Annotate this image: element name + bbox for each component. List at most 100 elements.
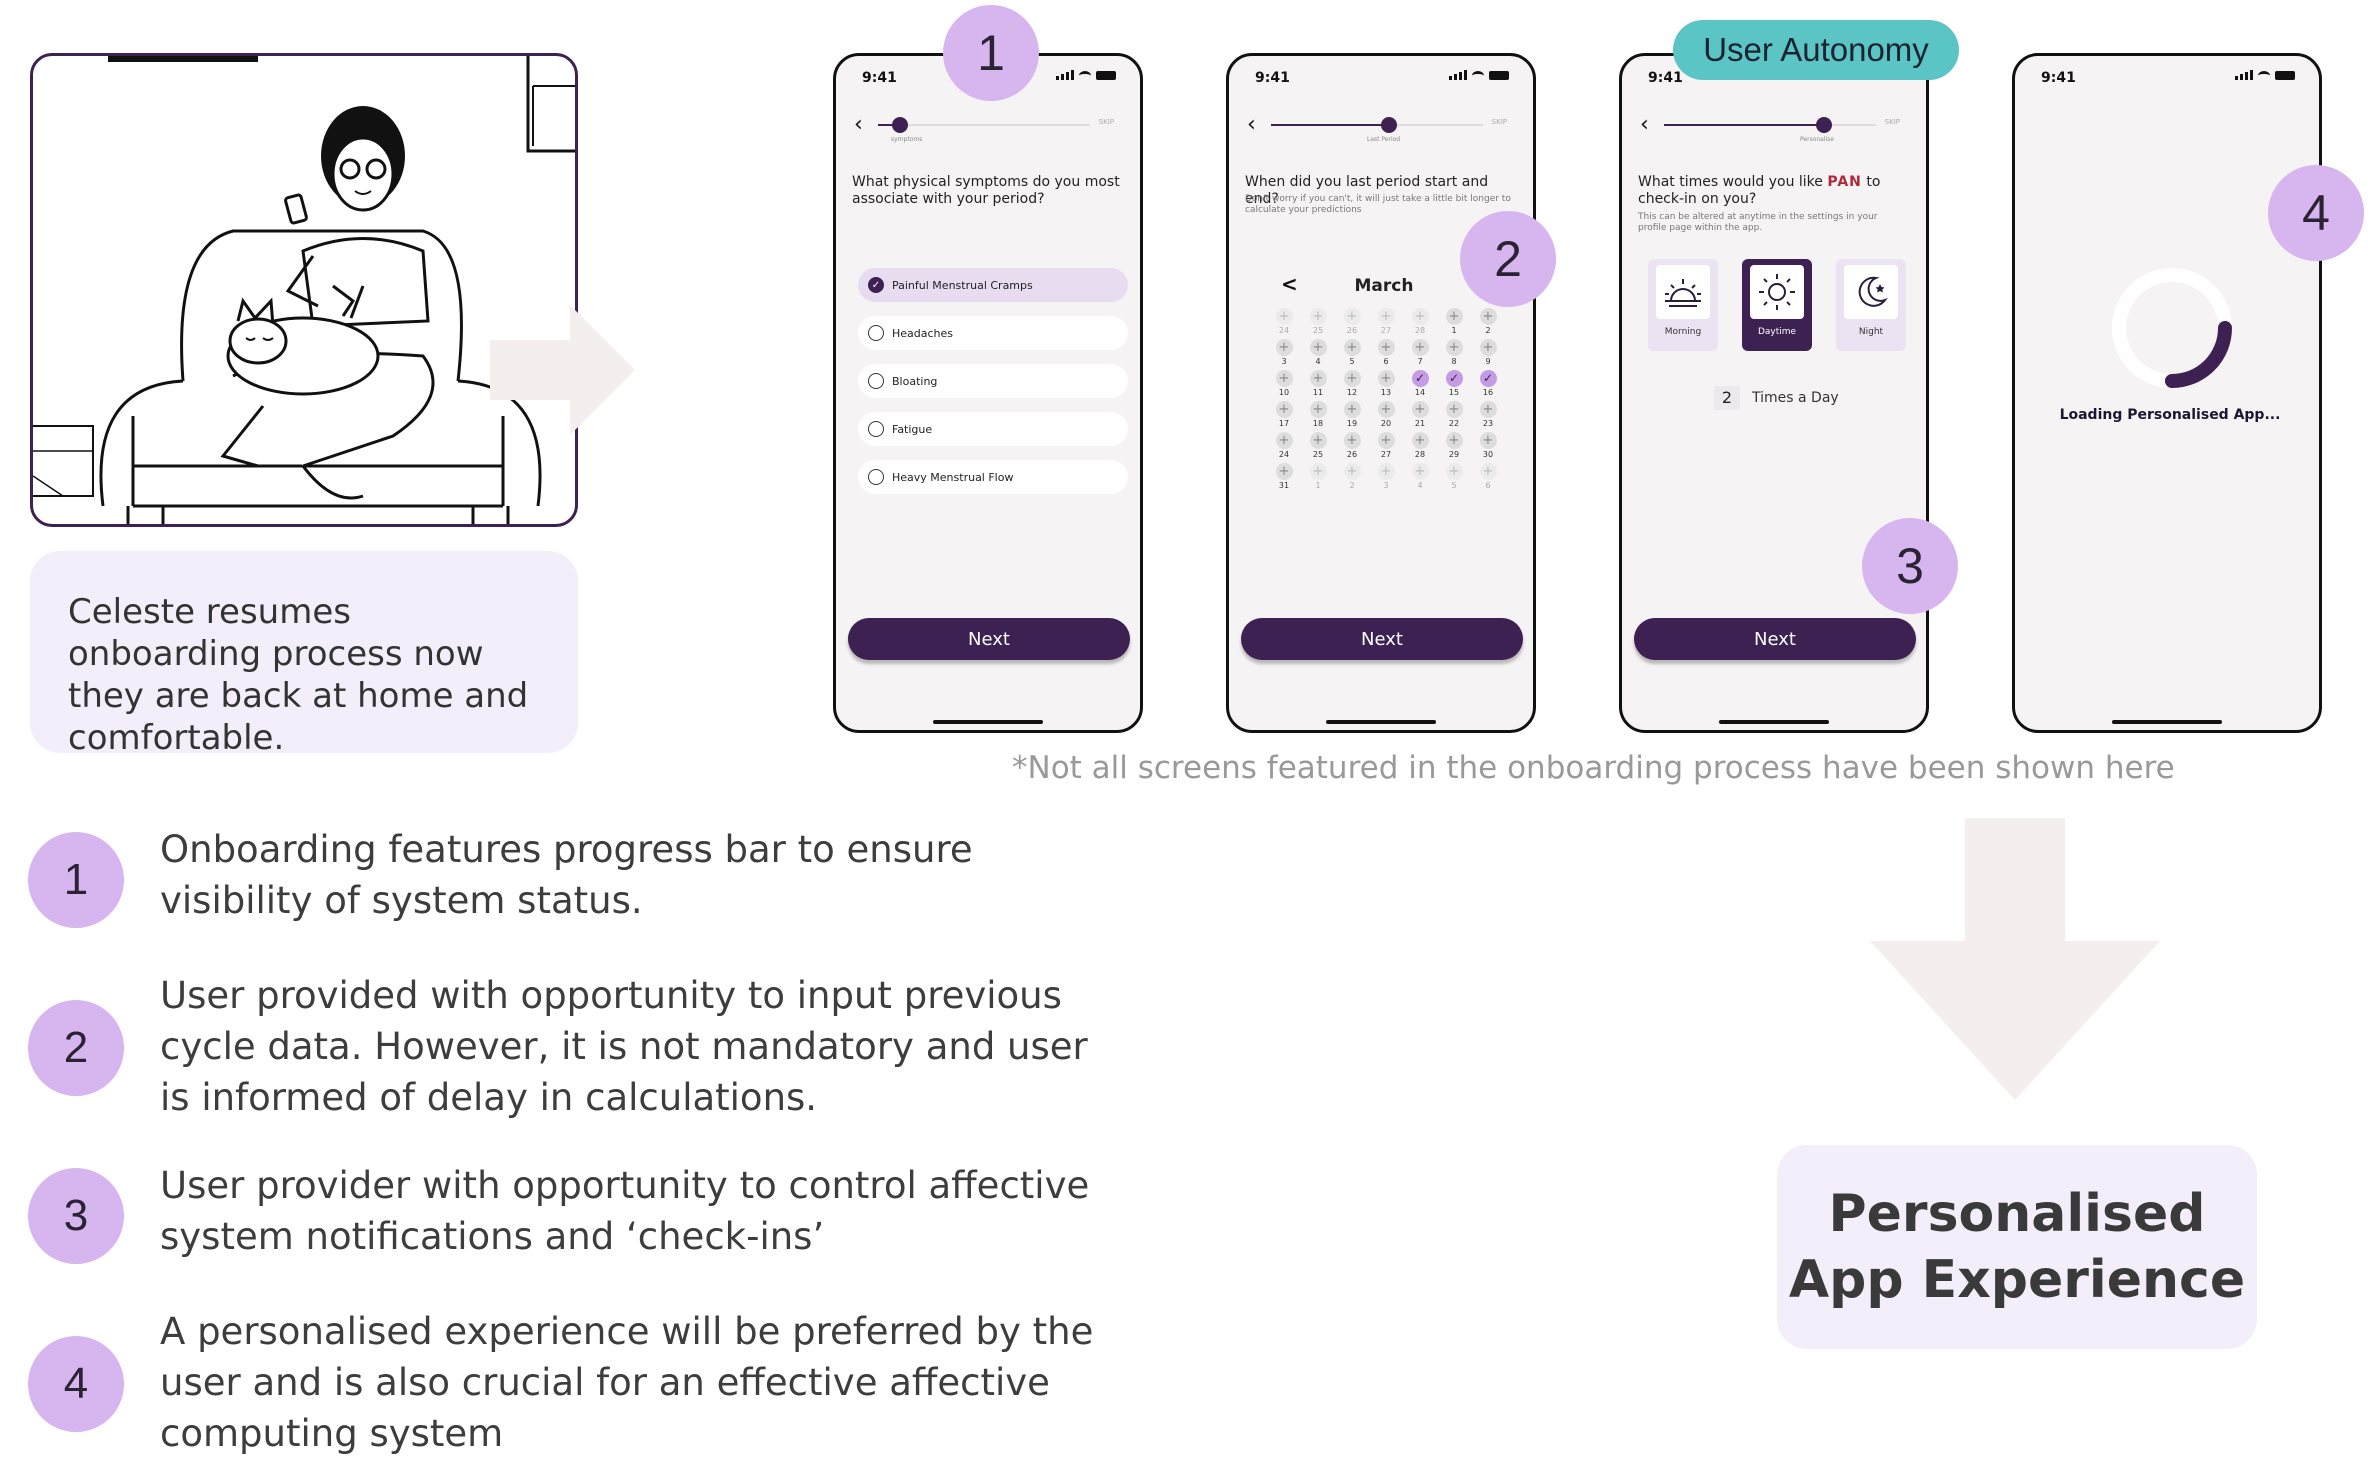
add-day-icon: + xyxy=(1309,463,1327,480)
calendar-day[interactable]: +28 xyxy=(1403,308,1437,336)
status-icons xyxy=(2235,70,2295,80)
calendar-day[interactable]: +17 xyxy=(1267,401,1301,429)
calendar-day[interactable]: +29 xyxy=(1437,432,1471,460)
phone-screen-personalise: 9:41 ‹ Personalise SKIP What times would… xyxy=(1619,53,1929,733)
progress-step-label: symptoms xyxy=(891,136,923,143)
calendar-day[interactable]: +9 xyxy=(1471,339,1505,367)
radio-icon xyxy=(868,373,884,389)
outcome-line-2: App Experience xyxy=(1788,1250,2246,1310)
status-time: 9:41 xyxy=(1648,70,1683,86)
calendar-day[interactable]: +3 xyxy=(1369,463,1403,491)
calendar-day-number: 26 xyxy=(1346,326,1358,335)
progress-marker xyxy=(892,117,908,133)
progress-marker xyxy=(1381,117,1397,133)
calendar-day[interactable]: +27 xyxy=(1369,308,1403,336)
time-option-daytime[interactable]: Daytime xyxy=(1742,259,1812,351)
question-text: When did you last period start and end? xyxy=(1245,174,1489,207)
calendar-grid: +24+25+26+27+28+1+2+3+4+5+6+7+8+9+10+11+… xyxy=(1267,308,1507,491)
next-button[interactable]: Next xyxy=(848,618,1130,660)
skip-button[interactable]: SKIP xyxy=(1098,118,1114,126)
add-day-icon: + xyxy=(1343,401,1361,418)
question-text-part: What times would you like xyxy=(1638,174,1828,190)
add-day-icon: + xyxy=(1445,432,1463,449)
calendar-day-number: 5 xyxy=(1349,357,1355,366)
calendar-day[interactable]: +10 xyxy=(1267,370,1301,398)
calendar-day[interactable]: +11 xyxy=(1301,370,1335,398)
calendar-prev-button[interactable]: < xyxy=(1281,272,1298,296)
calendar-day-number: 22 xyxy=(1448,419,1460,428)
calendar-day[interactable]: ✓16 xyxy=(1471,370,1505,398)
time-option-morning[interactable]: Morning xyxy=(1648,259,1718,351)
calendar-month: March xyxy=(1354,276,1414,296)
next-button[interactable]: Next xyxy=(1241,618,1523,660)
calendar-day[interactable]: +26 xyxy=(1335,308,1369,336)
calendar-day[interactable]: +8 xyxy=(1437,339,1471,367)
home-indicator xyxy=(2112,720,2222,724)
calendar-day[interactable]: +5 xyxy=(1437,463,1471,491)
loading-text: Loading Personalised App... xyxy=(2059,407,2281,423)
calendar-day[interactable]: +12 xyxy=(1335,370,1369,398)
next-button[interactable]: Next xyxy=(1634,618,1916,660)
calendar-day[interactable]: +3 xyxy=(1267,339,1301,367)
calendar-day[interactable]: +19 xyxy=(1335,401,1369,429)
calendar-day[interactable]: ✓15 xyxy=(1437,370,1471,398)
flow-arrow-right-icon xyxy=(490,305,635,435)
badge-3: 3 xyxy=(1862,518,1958,614)
calendar-day[interactable]: +7 xyxy=(1403,339,1437,367)
back-chevron-icon[interactable]: ‹ xyxy=(854,112,863,137)
calendar-day[interactable]: +31 xyxy=(1267,463,1301,491)
calendar-day[interactable]: +5 xyxy=(1335,339,1369,367)
calendar-day[interactable]: +4 xyxy=(1301,339,1335,367)
skip-button[interactable]: SKIP xyxy=(1491,118,1507,126)
time-option-night[interactable]: Night xyxy=(1836,259,1906,351)
calendar-day[interactable]: +30 xyxy=(1471,432,1505,460)
calendar-day[interactable]: +20 xyxy=(1369,401,1403,429)
add-day-icon: + xyxy=(1343,339,1361,356)
calendar-day-number: 6 xyxy=(1485,481,1491,490)
brand-name: PAN xyxy=(1827,174,1862,190)
add-day-icon: + xyxy=(1343,370,1361,387)
calendar-day-number: 5 xyxy=(1451,481,1457,490)
add-day-icon: + xyxy=(1479,308,1497,325)
calendar-day[interactable]: +24 xyxy=(1267,432,1301,460)
calendar-day[interactable]: +1 xyxy=(1437,308,1471,336)
calendar-day[interactable]: +4 xyxy=(1403,463,1437,491)
calendar-day[interactable]: +6 xyxy=(1369,339,1403,367)
add-day-icon: + xyxy=(1411,463,1429,480)
option-headaches[interactable]: Headaches xyxy=(858,316,1128,350)
progress-marker xyxy=(1816,117,1832,133)
calendar-day-number: 2 xyxy=(1349,481,1355,490)
calendar-day[interactable]: +1 xyxy=(1301,463,1335,491)
calendar-day[interactable]: +2 xyxy=(1335,463,1369,491)
skip-button[interactable]: SKIP xyxy=(1884,118,1900,126)
calendar-day[interactable]: +6 xyxy=(1471,463,1505,491)
calendar-day[interactable]: +13 xyxy=(1369,370,1403,398)
calendar-day[interactable]: +24 xyxy=(1267,308,1301,336)
calendar-day[interactable]: +22 xyxy=(1437,401,1471,429)
option-painful-cramps[interactable]: ✓ Painful Menstrual Cramps xyxy=(858,268,1128,302)
calendar-day-number: 3 xyxy=(1383,481,1389,490)
back-chevron-icon[interactable]: ‹ xyxy=(1640,112,1649,137)
calendar-day[interactable]: +18 xyxy=(1301,401,1335,429)
option-bloating[interactable]: Bloating xyxy=(858,364,1128,398)
calendar-day[interactable]: +2 xyxy=(1471,308,1505,336)
checkin-count-input[interactable]: 2 xyxy=(1714,386,1740,410)
back-chevron-icon[interactable]: ‹ xyxy=(1247,112,1256,137)
calendar-day-number: 25 xyxy=(1312,326,1324,335)
calendar-day[interactable]: +28 xyxy=(1403,432,1437,460)
calendar-day[interactable]: +27 xyxy=(1369,432,1403,460)
calendar-day[interactable]: +21 xyxy=(1403,401,1437,429)
add-day-icon: + xyxy=(1343,432,1361,449)
option-label: Heavy Menstrual Flow xyxy=(892,470,1014,484)
progress-bar xyxy=(878,117,1090,133)
celeste-illustration xyxy=(33,56,575,524)
add-day-icon: + xyxy=(1309,339,1327,356)
calendar-day[interactable]: +23 xyxy=(1471,401,1505,429)
status-time: 9:41 xyxy=(2041,70,2076,86)
option-fatigue[interactable]: Fatigue xyxy=(858,412,1128,446)
calendar-day[interactable]: +25 xyxy=(1301,432,1335,460)
calendar-day[interactable]: +25 xyxy=(1301,308,1335,336)
option-heavy-flow[interactable]: Heavy Menstrual Flow xyxy=(858,460,1128,494)
calendar-day[interactable]: +26 xyxy=(1335,432,1369,460)
calendar-day[interactable]: ✓14 xyxy=(1403,370,1437,398)
